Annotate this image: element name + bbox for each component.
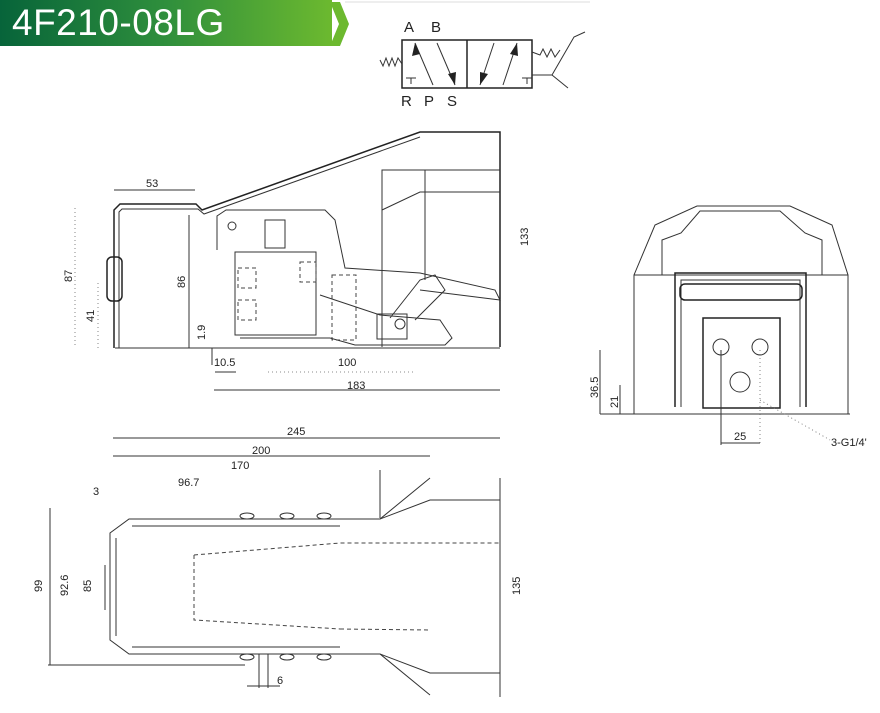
bolt-icon [279,653,295,661]
screw-icon [394,318,406,330]
port-label-b: B [431,19,441,36]
dim-1-9: 1.9 [196,325,208,340]
top-view: 245 200 170 96.7 3 99 92.6 85 135 6 [33,426,523,697]
dim-25: 25 [734,431,746,443]
port-icon [751,338,769,356]
divider [345,1,590,3]
chevron-icon [330,2,349,46]
port-label-a: A [404,19,414,36]
dim-41: 41 [85,310,97,322]
bolt-icon [239,653,255,661]
dim-21: 21 [609,396,621,408]
port-label-r: R [401,93,412,110]
bolt-icon [239,512,255,520]
port-label-s: S [447,93,457,110]
model-title: 4F210-08LG [12,2,225,43]
side-view: 53 133 87 41 86 1.9 10.5 100 183 [63,131,531,392]
port-thread-label: 3-G1/4' [831,437,867,449]
dim-183: 183 [347,380,365,392]
dim-87: 87 [63,270,75,282]
dim-135: 135 [511,577,523,595]
dim-99: 99 [33,580,45,592]
port-label-p: P [424,93,434,110]
dim-36-5: 36.5 [589,377,601,398]
dim-200: 200 [252,445,270,457]
dim-96-7: 96.7 [178,477,199,489]
hinge-icon [106,256,123,302]
valve-symbol: A B R P S [379,19,586,110]
dim-100: 100 [338,357,356,369]
dim-245: 245 [287,426,305,438]
model-banner: 4F210-08LG [0,0,332,46]
dim-170: 170 [231,460,249,472]
bolt-icon [316,512,332,520]
dim-85: 85 [82,580,94,592]
spring-icon [379,56,403,68]
dim-86: 86 [176,276,188,288]
dim-133: 133 [519,228,531,246]
pedal-actuator-icon [532,31,586,89]
dim-92-6: 92.6 [59,575,71,596]
dim-3: 3 [93,486,99,498]
dim-53: 53 [146,178,158,190]
dim-6: 6 [277,675,283,687]
dim-10-5: 10.5 [214,357,235,369]
spring-icon [531,47,561,59]
port-icon [729,371,751,393]
bolt-icon [316,653,332,661]
end-view: 36.5 21 25 3-G1/4' [589,205,867,449]
bolt-icon [279,512,295,520]
